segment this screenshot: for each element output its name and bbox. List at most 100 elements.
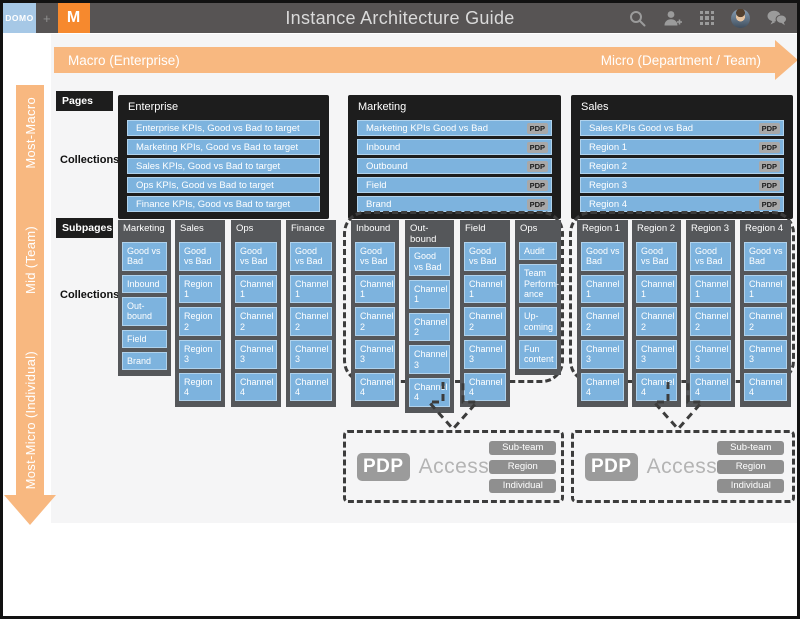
- subpage-column-ops: Ops Good vs Bad Channel 1 Channel 2 Chan…: [231, 220, 281, 408]
- collection-box: Channel 2: [636, 307, 677, 337]
- subpage-column-sales: Sales Good vs Bad Region 1 Region 2 Regi…: [175, 220, 225, 408]
- subpage-column-title: Out-bound: [410, 223, 437, 245]
- header-actions: [629, 8, 798, 28]
- pdp-badge: PDP: [758, 179, 780, 191]
- collection-item-label: Marketing KPIs Good vs Bad: [366, 122, 488, 134]
- collection-box: Channel 4: [355, 372, 395, 402]
- collection-box: Channel 4: [464, 372, 506, 402]
- collection-box: Out-bound: [122, 297, 167, 326]
- subpage-column-inbound: Inbound Good vs Bad Channel 1 Channel 2 …: [351, 220, 399, 408]
- collection-box: Up-coming: [519, 307, 557, 337]
- m-logo[interactable]: M: [57, 3, 90, 33]
- collection-box: Channel 2: [581, 307, 624, 337]
- chat-icon[interactable]: [767, 10, 787, 26]
- collection-box: Good vs Bad: [179, 242, 221, 271]
- collection-item: Sales KPIs, Good vs Bad to target: [127, 158, 320, 174]
- access-tag: Region: [489, 459, 557, 474]
- pdp-badge-large: PDP: [357, 452, 410, 481]
- collection-box: Channel 4: [690, 372, 731, 402]
- subpage-column-title: Finance: [291, 223, 325, 234]
- collection-box: Channel 3: [636, 340, 677, 369]
- subpage-column-field: Field Good vs Bad Channel 1 Channel 2 Ch…: [460, 220, 510, 408]
- user-avatar[interactable]: [731, 8, 750, 28]
- collection-item: Marketing KPIs, Good vs Bad to target: [127, 139, 320, 155]
- collection-box: Region 3: [179, 340, 221, 369]
- collection-box: Channel 1: [636, 274, 677, 304]
- access-tags: Sub-team Region Individual: [489, 440, 557, 493]
- collection-box: Channel 1: [235, 274, 277, 304]
- collection-box: Good vs Bad: [464, 242, 506, 271]
- collection-box: Channel 3: [744, 340, 787, 369]
- collection-item-label: Outbound: [366, 160, 408, 172]
- subpages-row-label: Subpages: [56, 218, 113, 238]
- collection-box: Channel 3: [581, 340, 624, 369]
- collection-item-label: Ops KPIs, Good vs Bad to target: [136, 179, 274, 191]
- collection-box: Channel 1: [290, 274, 332, 304]
- dashed-down-arrow: [652, 382, 704, 432]
- macro-micro-arrow: Macro (Enterprise) Micro (Department / T…: [54, 47, 775, 73]
- collection-box: Good vs Bad: [290, 242, 332, 271]
- subpage-column-title: Region 3: [691, 223, 730, 234]
- add-user-icon[interactable]: [663, 10, 683, 26]
- pdp-badge: PDP: [758, 122, 780, 134]
- collection-box: Brand: [122, 352, 167, 371]
- subpage-column-marketing: Marketing Good vs Bad Inbound Out-bound …: [118, 220, 171, 377]
- collection-box: Good vs Bad: [235, 242, 277, 271]
- collection-item-label: Marketing KPIs, Good vs Bad to target: [136, 141, 299, 153]
- collection-item-label: Inbound: [366, 141, 401, 153]
- pdp-badge: PDP: [526, 122, 548, 134]
- subpage-column-title: Ops: [520, 223, 538, 234]
- plus-separator: +: [43, 10, 51, 26]
- collection-box: Channel 3: [290, 340, 332, 369]
- pdp-badge: PDP: [758, 160, 780, 172]
- collection-box: Channel 2: [355, 307, 395, 337]
- collection-box: Good vs Bad: [744, 242, 787, 271]
- dashed-group-sales-regions: [569, 211, 795, 383]
- collection-box: Channel 1: [355, 274, 395, 304]
- vertical-scale-arrow: Most-Macro Mid (Team) Most-Micro (Indivi…: [16, 85, 44, 495]
- subpage-column-region2: Region 2 Good vs Bad Channel 1 Channel 2…: [632, 220, 681, 408]
- collection-box: Channel 3: [464, 340, 506, 369]
- collection-item-label: Region 4: [589, 198, 628, 210]
- collection-box: Good vs Bad: [122, 242, 167, 271]
- pages-row-label: Pages: [56, 91, 113, 111]
- down-arrowhead: [4, 495, 56, 525]
- collection-box: Region 1: [179, 274, 221, 304]
- collection-box: Channel 3: [355, 340, 395, 369]
- collection-box: Channel 1: [464, 274, 506, 304]
- collection-box: Channel 4: [235, 372, 277, 402]
- collection-box: Channel 2: [744, 307, 787, 337]
- right-arrowhead: [775, 40, 797, 80]
- subpage-column-region3: Region 3 Good vs Bad Channel 1 Channel 2…: [686, 220, 735, 408]
- subpage-column-finance: Finance Good vs Bad Channel 1 Channel 2 …: [286, 220, 336, 408]
- search-icon[interactable]: [629, 10, 646, 27]
- most-macro-label: Most-Macro: [22, 97, 38, 169]
- pdp-access-box: PDP Access Sub-team Region Individual: [343, 430, 564, 503]
- collection-item-label: Sales KPIs, Good vs Bad to target: [136, 160, 281, 172]
- collection-box: Channel 3: [690, 340, 731, 369]
- macro-label: Macro (Enterprise): [68, 52, 180, 68]
- access-label: Access: [418, 454, 490, 478]
- domo-logo[interactable]: DOMO: [3, 3, 36, 33]
- access-tags: Sub-team Region Individual: [717, 440, 785, 493]
- access-tag: Sub-team: [717, 440, 785, 455]
- collection-box: Channel 2: [690, 307, 731, 337]
- collection-box: Good vs Bad: [409, 247, 450, 276]
- page-panel-title: Enterprise: [128, 101, 179, 113]
- collection-box: Channel 3: [235, 340, 277, 369]
- access-tag: Individual: [489, 478, 557, 493]
- collection-box: Channel 1: [690, 274, 731, 304]
- collection-box: Channel 2: [235, 307, 277, 337]
- pdp-access-box: PDP Access Sub-team Region Individual: [571, 430, 795, 503]
- collection-box: Channel 2: [464, 307, 506, 337]
- page-panel-title: Sales: [581, 101, 609, 113]
- page-panel-enterprise: Enterprise Enterprise KPIs, Good vs Bad …: [118, 95, 329, 219]
- app-header: DOMO + M Instance Architecture Guide: [3, 3, 797, 33]
- apps-grid-icon[interactable]: [699, 10, 714, 26]
